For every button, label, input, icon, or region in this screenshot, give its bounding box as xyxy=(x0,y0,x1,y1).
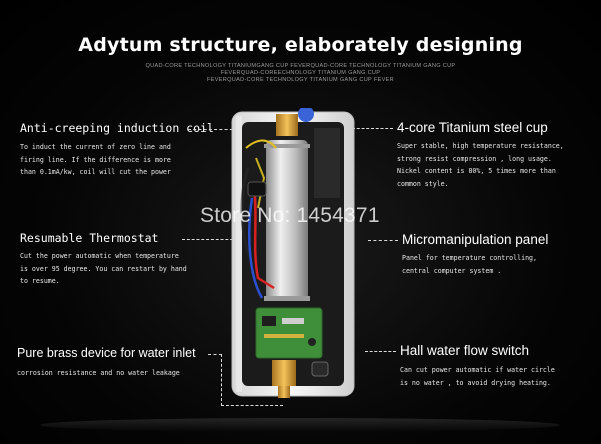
brass-device-pointer-h xyxy=(208,354,222,355)
water-heater-illustration xyxy=(231,108,355,398)
micromanipulation-description: Panel for temperature controlling, centr… xyxy=(402,254,537,275)
titanium-cup xyxy=(266,140,308,300)
store-watermark: Store No: 1454371 xyxy=(200,204,380,227)
blue-cap xyxy=(298,108,314,122)
brass-device-pointer-v xyxy=(221,354,222,406)
flow-switch-description: Can cut power automatic if water circle … xyxy=(400,366,555,387)
induction-coil-heading: Anti-creeping induction coil xyxy=(20,121,214,135)
titanium-cup-pointer xyxy=(352,128,393,129)
titanium-cup-description: Super stable, high temperature resistanc… xyxy=(397,142,564,188)
control-pcb xyxy=(255,307,323,359)
subtitle-line-1: QUAD-CORE TECHNOLOGY TITANIUMGANG CUP FE… xyxy=(145,63,456,69)
flow-switch-sensor xyxy=(311,361,329,377)
thermostat-heading: Resumable Thermostat xyxy=(20,231,159,245)
flow-switch-pointer xyxy=(365,351,396,352)
outlet-brass-fitting xyxy=(276,114,298,136)
flow-switch-heading: Hall water flow switch xyxy=(400,343,530,358)
brass-device-description: corrosion resistance and no water leakag… xyxy=(17,369,180,377)
page-title: Adytum structure, elaborately designing xyxy=(78,34,523,56)
induction-coil-description: To induct the current of zero line and f… xyxy=(20,143,171,176)
brass-device-heading: Pure brass device for water inlet xyxy=(17,346,196,360)
brass-device-pointer-h2 xyxy=(221,405,283,406)
thermostat-description: Cut the power automatic when temperature… xyxy=(20,252,187,285)
inlet-brass-fitting xyxy=(272,360,296,386)
subtitle-line-3: FEVERQUAD-CORE TECHNOLOGY TITANIUM GANG … xyxy=(207,77,394,83)
titanium-cup-heading: 4-core Titanium steel cup xyxy=(397,120,548,135)
subtitle-line-2: FEVERQUAD-COREECHNOLOGY TITANIUM GANG CU… xyxy=(220,70,381,76)
red-wire xyxy=(252,187,275,290)
induction-coil-pointer xyxy=(188,129,238,130)
blue-wire xyxy=(248,197,264,299)
micromanipulation-heading: Micromanipulation panel xyxy=(402,232,549,247)
floor-reflection xyxy=(40,418,560,432)
micromanipulation-pointer xyxy=(368,240,398,241)
thermostat-pointer xyxy=(182,239,238,240)
